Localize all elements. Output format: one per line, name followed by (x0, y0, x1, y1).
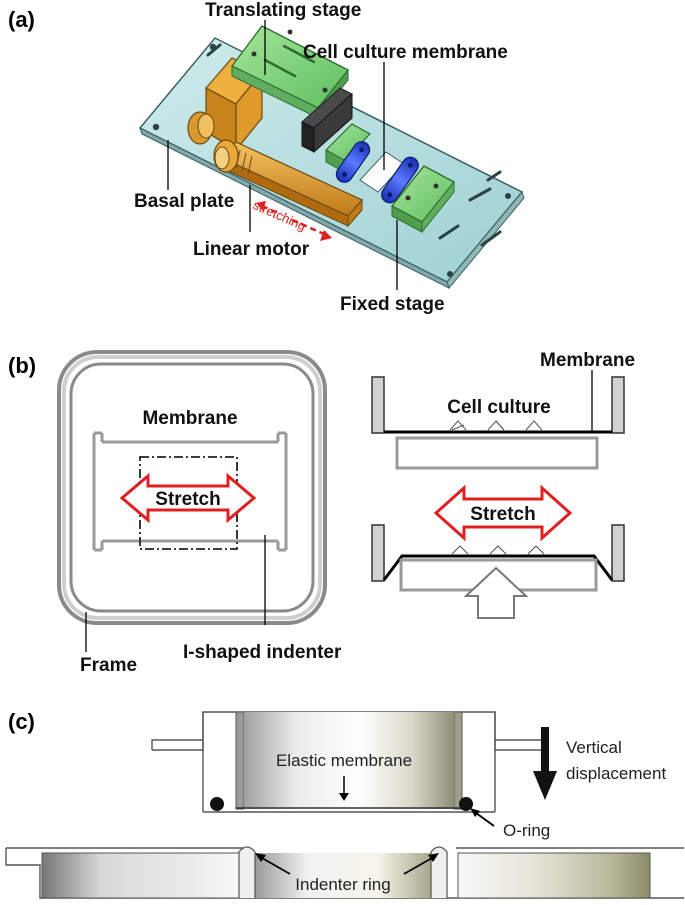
stretch-arrow-right (433, 484, 573, 542)
label-cell-culture: Cell culture (447, 397, 550, 418)
label-translating-stage: Translating stage (205, 0, 361, 21)
label-frame: Frame (80, 655, 137, 676)
label-basal-plate: Basal plate (134, 191, 234, 212)
stretching-arrow (256, 201, 332, 241)
panel-b-left-leaders (85, 535, 266, 652)
stretcher-device-illustration: stretching (138, 25, 525, 290)
well-cross-section (151, 711, 546, 813)
label-indenter-ring: Indenter ring (295, 875, 390, 894)
label-stretch-left: Stretch (155, 489, 220, 510)
label-vertical: Vertical (566, 738, 622, 757)
frame-top-view (57, 350, 327, 625)
label-cell-culture-membrane: Cell culture membrane (303, 42, 508, 63)
indenter-base (5, 846, 684, 899)
label-elastic-membrane: Elastic membrane (276, 751, 412, 770)
vertical-displacement-arrow (533, 727, 557, 800)
stretch-arrow-left (119, 472, 257, 524)
label-stretch-right: Stretch (470, 504, 535, 525)
label-displacement: displacement (566, 764, 666, 783)
label-o-ring: O-ring (503, 821, 550, 840)
cross-section-stretched (371, 524, 625, 619)
label-membrane-top-view: Membrane (142, 408, 237, 429)
linear-motor-shape (213, 139, 363, 228)
panel-a-leaders (167, 20, 398, 290)
indenter-ring-leaders (255, 853, 439, 875)
panel-b-tag: (b) (8, 353, 36, 378)
i-shaped-indenter-shape (92, 431, 288, 552)
upward-push-arrow (463, 566, 529, 619)
panel-c-tag: (c) (8, 709, 35, 734)
o-ring-leader (475, 812, 495, 827)
label-membrane-side-view: Membrane (540, 350, 635, 371)
label-linear-motor: Linear motor (193, 239, 310, 260)
label-fixed-stage: Fixed stage (340, 294, 445, 315)
panel-a-tag: (a) (8, 7, 35, 32)
label-i-shaped-indenter: I-shaped indenter (183, 642, 342, 663)
cross-section-relaxed (371, 376, 625, 470)
